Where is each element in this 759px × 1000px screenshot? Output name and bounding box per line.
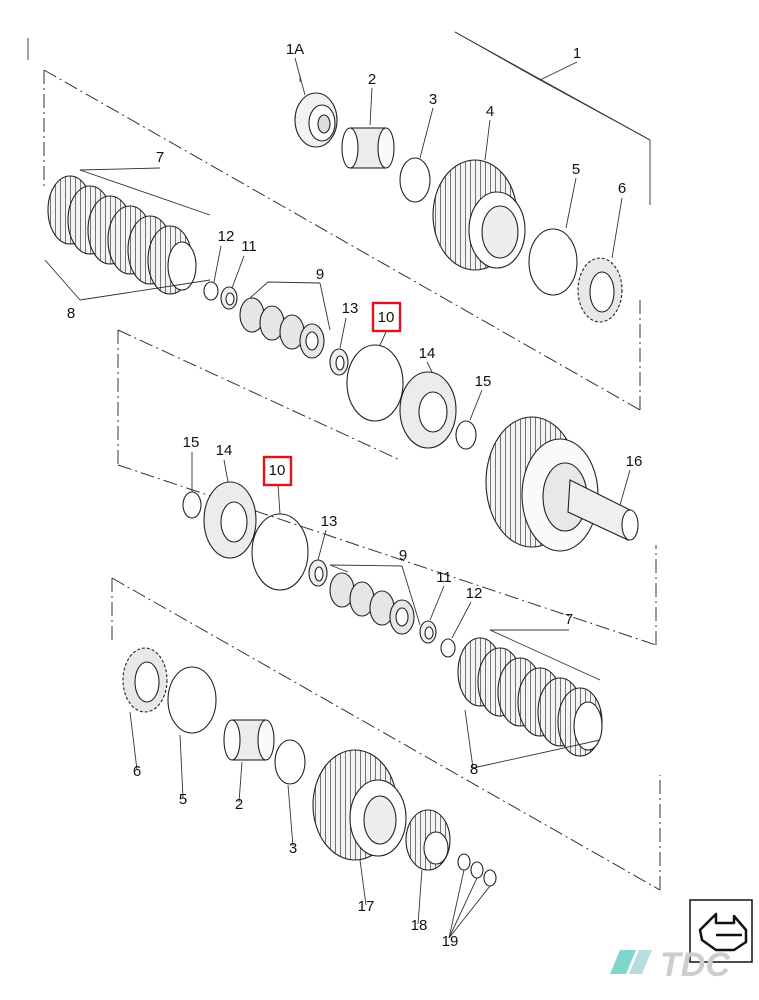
part-10-seal-ring-top: [346, 344, 404, 422]
label-13-bottom: 13: [321, 513, 338, 530]
label-6-top: 6: [618, 180, 626, 197]
part-14-piston-bottom: [203, 481, 257, 559]
part-12-ring-top: [203, 281, 219, 301]
label-14-bottom: 14: [216, 442, 233, 459]
part-13-washer-bottom: [308, 559, 328, 587]
part-15-snap-ring-bottom: [182, 491, 202, 519]
part-2-needle-bearing-top: [341, 127, 395, 169]
part-1a-bearing: [294, 92, 338, 148]
part-13-washer-top: [329, 348, 349, 376]
part-17-gear: [312, 749, 407, 861]
part-3-snap-ring-bottom: [274, 739, 306, 785]
part-labels: 1 1A 2 3 4 5 6 7 8 12 11 9 13 10 14 15 1…: [67, 41, 643, 950]
leader-lines: [44, 31, 651, 939]
label-3-top: 3: [429, 91, 437, 108]
tdc-logo-icon: TDC: [610, 946, 730, 984]
label-8-bottom: 8: [470, 761, 478, 778]
label-12-top: 12: [218, 228, 235, 245]
label-8-top: 8: [67, 305, 75, 322]
label-12-bottom: 12: [466, 585, 483, 602]
label-2-bottom: 2: [235, 796, 243, 813]
part-7-8-clutch-pack-top: [47, 175, 197, 295]
part-11-washer-bottom: [419, 620, 437, 644]
part-14-piston-top: [399, 371, 457, 449]
watermark-text: TDC: [660, 946, 730, 984]
label-16: 16: [626, 453, 643, 470]
part-11-washer-top: [220, 286, 238, 310]
part-18-pinion: [405, 809, 451, 871]
label-10-bottom: 10: [269, 462, 286, 479]
label-14-top: 14: [419, 345, 436, 362]
label-5-bottom: 5: [179, 791, 187, 808]
part-5-ring-bottom: [167, 666, 217, 734]
label-18: 18: [411, 917, 428, 934]
label-15-top: 15: [475, 373, 492, 390]
part-16-clutch-housing-shaft: [485, 416, 639, 552]
label-10-top: 10: [378, 309, 395, 326]
part-15-snap-ring-top: [455, 420, 477, 450]
part-6-thrust-washer-top: [577, 257, 623, 323]
part-12-ring-bottom: [440, 638, 456, 658]
label-9-bottom: 9: [399, 547, 407, 564]
part-9-spring-pack-top: [239, 297, 325, 359]
label-4: 4: [486, 103, 494, 120]
label-19: 19: [442, 933, 459, 950]
label-5-top: 5: [572, 161, 580, 178]
part-4-gear: [432, 159, 526, 271]
label-7-bottom: 7: [565, 611, 573, 628]
part-7-8-clutch-pack-bottom: [457, 637, 603, 757]
part-3-snap-ring-top: [399, 157, 431, 203]
label-13-top: 13: [342, 300, 359, 317]
part-6-thrust-washer-bottom: [122, 647, 168, 713]
label-7-top: 7: [156, 149, 164, 166]
highlight-box-10-top: [371, 301, 402, 333]
part-5-ring-top: [528, 228, 578, 296]
label-1: 1: [573, 45, 581, 62]
label-11-top: 11: [241, 238, 257, 255]
label-17: 17: [358, 898, 375, 915]
assembly-frame-lines: [27, 31, 661, 891]
label-1a: 1A: [286, 41, 304, 58]
part-2-needle-bearing-bottom: [223, 719, 275, 761]
label-3-bottom: 3: [289, 840, 297, 857]
highlight-box-10-bottom: [262, 455, 293, 487]
part-10-seal-ring-bottom: [251, 513, 309, 591]
label-9-top: 9: [316, 266, 324, 283]
return-arrow-icon[interactable]: [689, 899, 753, 963]
label-15-bottom: 15: [183, 434, 200, 451]
label-6-bottom: 6: [133, 763, 141, 780]
label-11-bottom: 11: [436, 569, 452, 586]
label-2-top: 2: [368, 71, 376, 88]
part-9-spring-pack-bottom: [329, 572, 415, 635]
